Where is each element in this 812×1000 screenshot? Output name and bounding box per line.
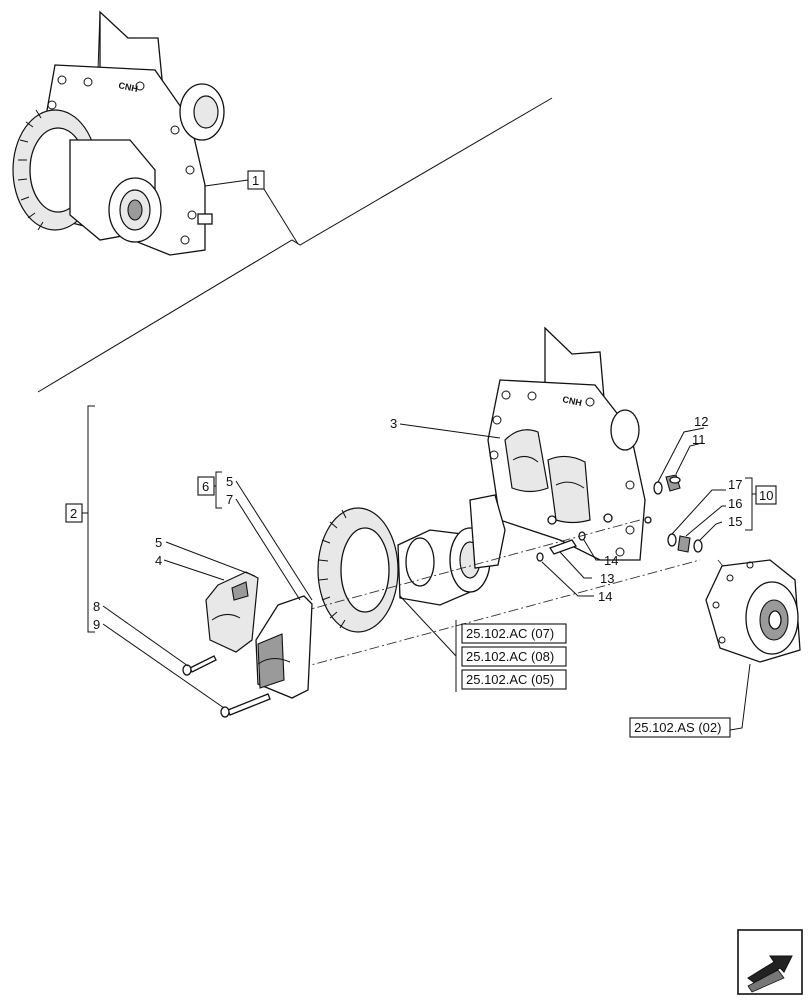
svg-text:12: 12 (694, 414, 708, 429)
svg-text:25.102.AC (05): 25.102.AC (05) (466, 672, 554, 687)
svg-text:16: 16 (728, 496, 742, 511)
svg-text:13: 13 (600, 571, 614, 586)
bolt-8 (182, 655, 217, 676)
cap-7 (255, 595, 313, 699)
svg-text:25.102.AS (02): 25.102.AS (02) (634, 720, 721, 735)
svg-text:4: 4 (155, 553, 162, 568)
exploded-housing: CNH (487, 326, 652, 561)
svg-text:17: 17 (728, 477, 742, 492)
svg-text:7: 7 (226, 492, 233, 507)
section-divider (37, 97, 553, 393)
bracket-2: 2 (65, 405, 95, 633)
bolt-9 (220, 693, 271, 718)
axis-line-upper (299, 519, 641, 613)
callout-1: 1 (204, 170, 299, 245)
assembled-axle-housing: CNH (12, 10, 225, 256)
svg-text:11: 11 (692, 432, 706, 447)
ring-gear-assembly (317, 494, 506, 633)
cap-4 (205, 571, 259, 653)
svg-text:15: 15 (728, 514, 742, 529)
exploded-housing-logo: CNH (562, 394, 583, 408)
svg-text:3: 3 (390, 416, 397, 431)
svg-text:5: 5 (226, 474, 233, 489)
parts-11-12 (653, 427, 705, 495)
svg-text:14: 14 (604, 553, 618, 568)
svg-text:1: 1 (252, 173, 259, 188)
svg-text:5: 5 (155, 535, 162, 550)
svg-text:8: 8 (93, 599, 100, 614)
svg-text:6: 6 (202, 479, 209, 494)
svg-text:14: 14 (598, 589, 612, 604)
housing-logo: CNH (118, 80, 139, 94)
brake-hub (705, 559, 801, 663)
svg-text:25.102.AC (08): 25.102.AC (08) (466, 649, 554, 664)
svg-text:2: 2 (70, 506, 77, 521)
axis-line-lower (299, 559, 701, 669)
arrow-navigation-icon[interactable] (737, 929, 803, 995)
reference-block: 25.102.AC (07) 25.102.AC (08) 25.102.AC … (455, 620, 567, 692)
bracket-6: 6 (197, 471, 222, 509)
svg-text:10: 10 (759, 488, 773, 503)
svg-text:25.102.AC (07): 25.102.AC (07) (466, 626, 554, 641)
parts-15-16-17: 10 (667, 477, 777, 553)
svg-text:9: 9 (93, 617, 100, 632)
